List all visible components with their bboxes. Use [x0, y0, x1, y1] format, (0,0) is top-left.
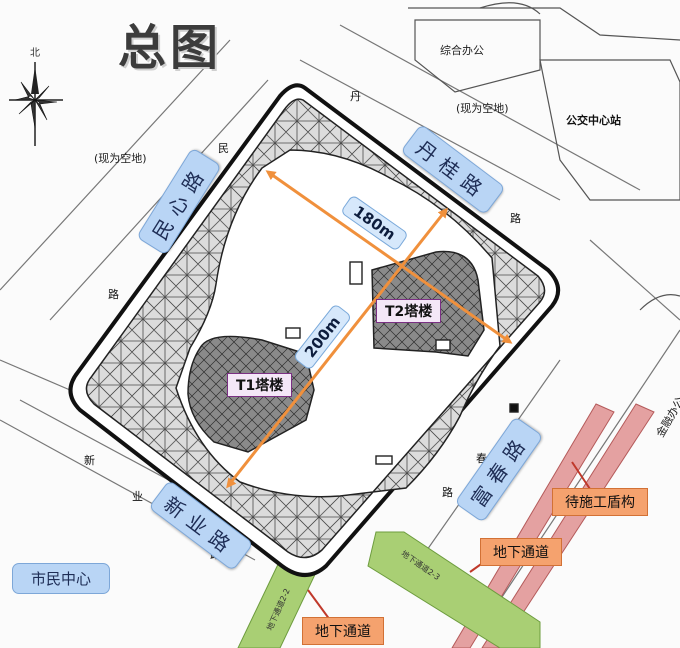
bus-station-label: 公交中心站 [566, 114, 621, 127]
tunnel-a-pointer-line [307, 589, 331, 621]
core-box-1 [349, 261, 363, 285]
map-title: 总图 [118, 20, 223, 76]
t2-tower-label: T2塔楼 [376, 299, 442, 323]
tunnels [237, 531, 541, 648]
road-char-dan: 丹 [350, 90, 361, 103]
north-blocks [408, 2, 680, 311]
road-edge-dangui-outer [339, 24, 641, 191]
road-char-lu3: 路 [442, 486, 453, 499]
compass-north-label: 北 [30, 48, 40, 59]
road-edge-dangui-end [589, 239, 680, 321]
vacant-label-left: (现为空地) [94, 152, 147, 165]
core-box-2 [285, 327, 301, 339]
marker-square [509, 403, 519, 413]
road-edge-minxin-outer [0, 39, 231, 291]
dimension-arrow-200 [226, 207, 448, 489]
tunnel-2-3 [367, 531, 541, 648]
road-char-chun: 春 [476, 452, 487, 465]
road-char-min: 民 [218, 142, 229, 155]
tunnel-callout-b: 地下通道 [480, 538, 562, 566]
road-char-xin: 新 [84, 454, 95, 467]
road-char-ye: 业 [132, 490, 143, 503]
east-curve [639, 294, 680, 311]
civic-center-label: 市民中心 [12, 563, 111, 594]
core-box-3 [435, 339, 451, 351]
road-char-lu2: 路 [510, 212, 521, 225]
road-char-lu1: 路 [108, 288, 119, 301]
road-edge-left-bottom [0, 359, 71, 391]
core-box-4 [375, 455, 393, 465]
vacant-label-right: (现为空地) [456, 102, 509, 115]
shield-band-2 [481, 403, 655, 648]
shield-tunnel-callout: 待施工盾构 [552, 488, 648, 516]
t1-tower-label: T1塔楼 [227, 373, 293, 397]
office-label: 综合办公 [440, 44, 484, 57]
north-boundary [408, 7, 680, 41]
compass-rose [9, 62, 63, 146]
office-building-outline [414, 19, 541, 93]
bus-station-block [539, 59, 680, 201]
office-arc [479, 2, 541, 15]
tunnel-callout-a: 地下通道 [302, 617, 384, 645]
